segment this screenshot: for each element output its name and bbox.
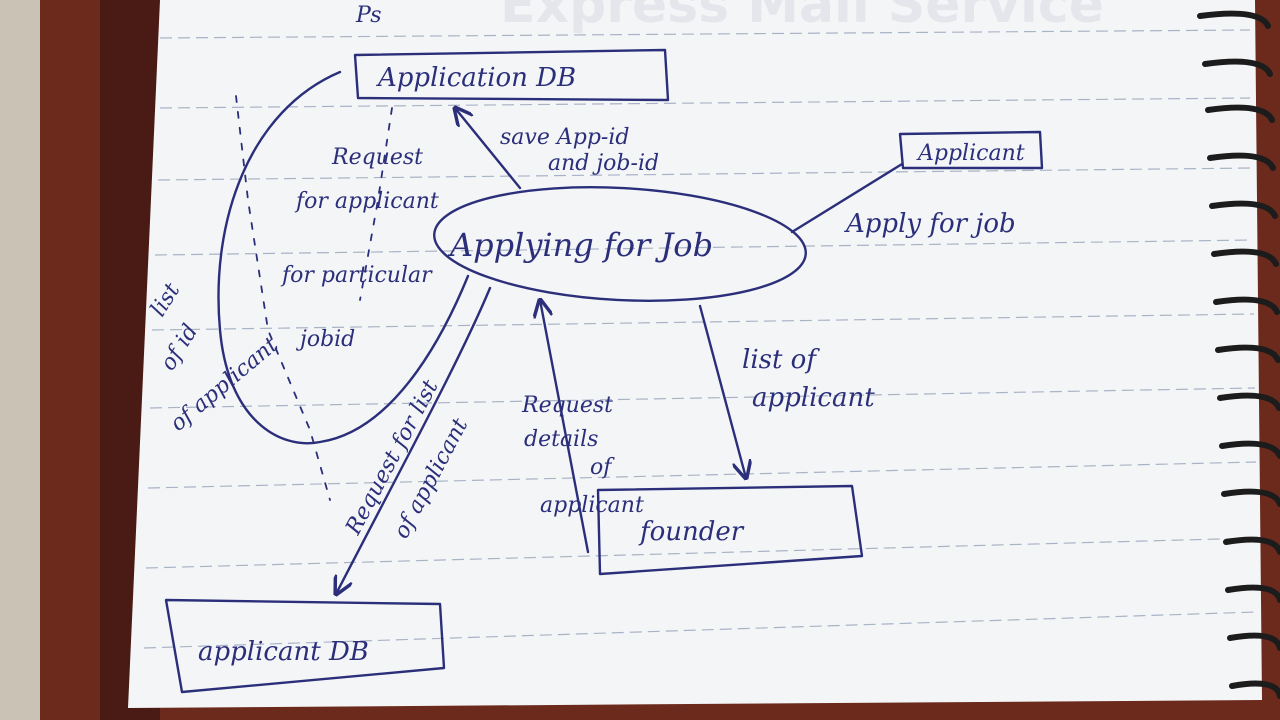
applicant-label: Applicant (916, 141, 1025, 166)
dashed-guide-left (235, 95, 331, 501)
applicant-box: Applicant (898, 130, 1044, 170)
founder-box: founder (596, 484, 864, 576)
applicant-db-label: applicant DB (198, 637, 369, 667)
flow-request-applicant-1: Request (331, 145, 423, 170)
arrow-request-for-list (336, 286, 492, 594)
flow-apply-for-job: Apply for job (844, 209, 1016, 239)
notebook-edge-left (0, 0, 40, 720)
flow-request-details-2: details (524, 427, 598, 452)
process-label: Applying for Job (447, 226, 713, 264)
process-applying-for-job: Applying for Job (433, 186, 807, 302)
loop-curve (217, 70, 470, 445)
applicant-db-box: applicant DB (164, 598, 446, 694)
application-db-label: Application DB (376, 63, 576, 93)
flow-save-ids-1: save App-id (500, 125, 629, 150)
watermark-text: Express Mail Service (500, 0, 1104, 35)
flow-request-details-4: applicant (540, 493, 644, 518)
founder-label: founder (638, 517, 745, 547)
line-apply-for-job (790, 162, 904, 234)
flow-request-details-3: of (590, 455, 615, 480)
flow-list-of-applicant-1: list of (742, 345, 820, 375)
dashed-guide-inner (359, 107, 393, 301)
corner-note: Ps (355, 3, 382, 28)
arrow-list-of-applicant (698, 304, 746, 478)
arrow-save-ids (455, 108, 522, 190)
flow-request-applicant-2: for applicant (294, 189, 439, 214)
spiral-binding (1197, 10, 1280, 699)
application-db-box: Application DB (353, 48, 670, 102)
flow-request-applicant-4: jobid (295, 327, 355, 352)
flow-request-details-1: Request (521, 393, 613, 418)
ruled-lines (143, 29, 1257, 649)
flow-list-of-applicant-2: applicant (752, 383, 875, 413)
flow-request-applicant-3: for particular (280, 263, 433, 288)
flow-save-ids-2: and job-id (548, 151, 659, 176)
arrow-request-details (540, 300, 590, 554)
